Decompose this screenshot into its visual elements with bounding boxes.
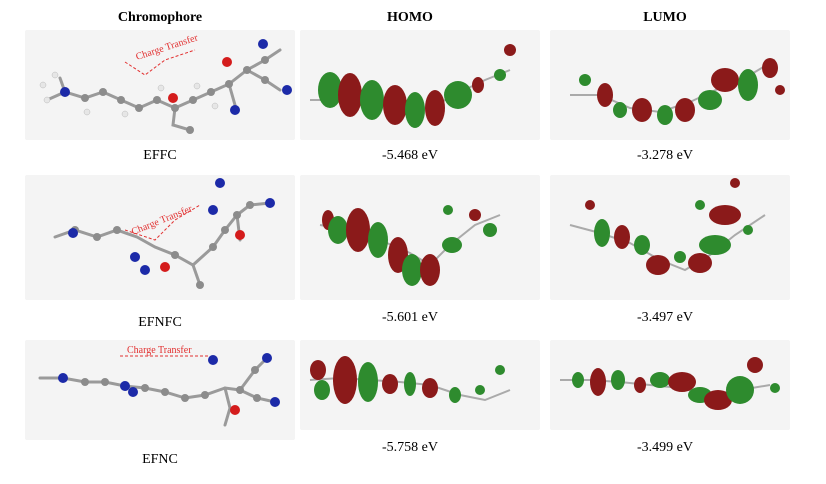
nitrogen-atom — [130, 252, 140, 262]
charge-transfer-arrow — [124, 49, 196, 76]
column-header-chromophore: Chromophore — [117, 10, 203, 25]
efnfc-homo-panel — [300, 175, 540, 300]
nitrogen-atom — [120, 381, 130, 391]
nitrogen-atom — [208, 355, 218, 365]
charge-transfer-label: Charge Transfer — [135, 32, 200, 63]
oxygen-atom — [168, 93, 178, 103]
nitrogen-atom — [215, 178, 225, 188]
nitrogen-atom — [128, 387, 138, 397]
charge-transfer-label: Charge Transfer — [127, 345, 192, 356]
nitrogen-atom — [230, 105, 240, 115]
efnc-homo-panel — [300, 340, 540, 430]
column-header-lumo: LUMO — [643, 10, 687, 25]
carbon-atoms — [81, 366, 261, 402]
charge-transfer-arrow — [124, 204, 201, 241]
orbital-lobes — [572, 357, 780, 410]
nitrogen-atom — [270, 397, 280, 407]
effc-structure-panel: Charge Transfer — [25, 30, 295, 140]
nitrogen-atom — [140, 265, 150, 275]
orbital-lobes — [322, 205, 497, 286]
orbital-lobes — [579, 58, 785, 125]
nitrogen-atom — [208, 205, 218, 215]
efnc-lumo-panel — [550, 340, 790, 430]
efnc-structure-panel: Charge Transfer — [25, 340, 295, 440]
efnfc-structure-panel: Charge Transfer — [25, 175, 295, 300]
oxygen-atom — [160, 262, 170, 272]
effc-lumo-energy: -3.278 eV — [637, 148, 693, 163]
hydrogen-atoms — [39, 71, 219, 118]
efnfc-lumo-energy: -3.497 eV — [637, 310, 693, 325]
effc-homo-panel — [300, 30, 540, 140]
orbital-lobes — [585, 178, 753, 275]
effc-homo-energy: -5.468 eV — [382, 148, 438, 163]
efnfc-homo-energy: -5.601 eV — [382, 310, 438, 325]
nitrogen-atom — [262, 353, 272, 363]
efnfc-lumo-panel — [550, 175, 790, 300]
effc-name: EFFC — [143, 148, 177, 163]
nitrogen-atom — [58, 373, 68, 383]
efnc-lumo-energy: -3.499 eV — [637, 440, 693, 455]
orbital-lobes — [310, 356, 505, 404]
efnc-name: EFNC — [142, 452, 178, 467]
nitrogen-atom — [68, 228, 78, 238]
orbital-lobes — [318, 44, 516, 128]
effc-lumo-panel — [550, 30, 790, 140]
oxygen-atom — [222, 57, 232, 67]
oxygen-atom — [230, 405, 240, 415]
oxygen-atom — [235, 230, 245, 240]
column-header-homo: HOMO — [387, 10, 433, 25]
efnc-homo-energy: -5.758 eV — [382, 440, 438, 455]
nitrogen-atom — [60, 87, 70, 97]
nitrogen-atom — [258, 39, 268, 49]
nitrogen-atom — [282, 85, 292, 95]
nitrogen-atom — [265, 198, 275, 208]
efnfc-name: EFNFC — [138, 315, 182, 330]
